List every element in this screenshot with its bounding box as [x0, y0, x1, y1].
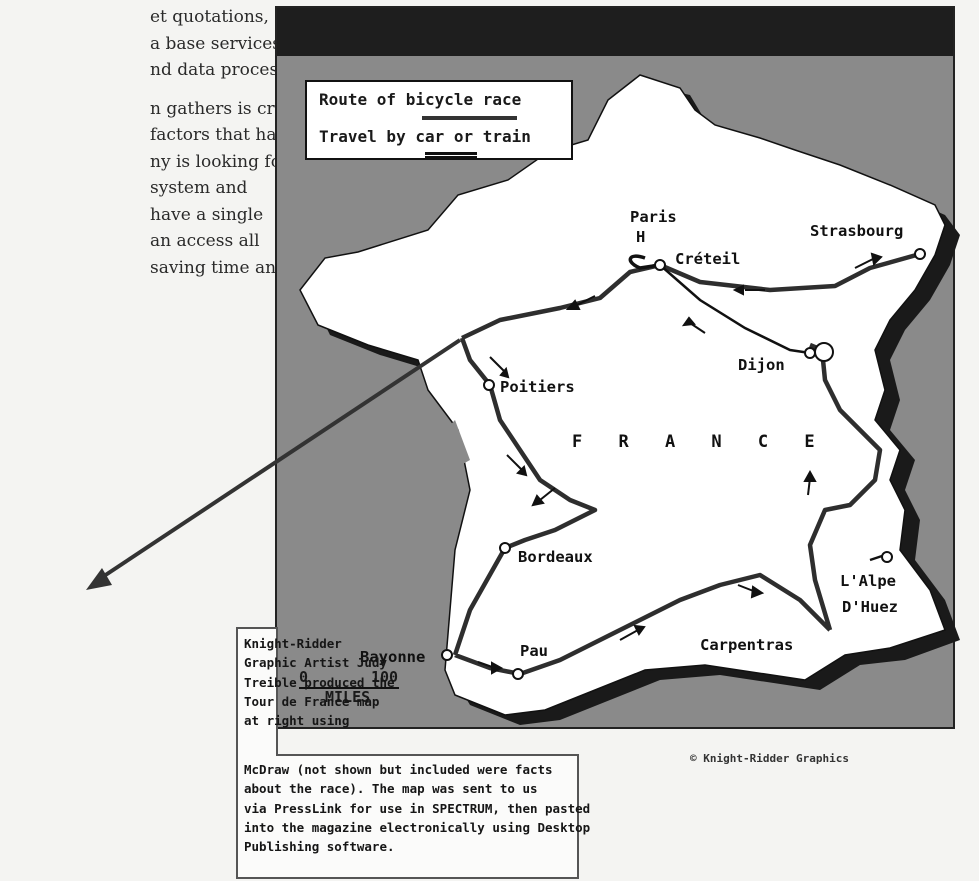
article-line: factors that have [150, 125, 297, 145]
caption-text-narrow: Knight-Ridder Graphic Artist Judy Treibl… [244, 634, 395, 730]
caption-line: Tour de France map [244, 693, 380, 709]
caption-line: Knight-Ridder [244, 636, 342, 651]
travel-line [659, 264, 811, 355]
caption-line: via PressLink for use in SPECTRUM, then … [244, 800, 591, 816]
city-label-creteil: Créteil [675, 250, 741, 268]
city-label-pau: Pau [520, 642, 548, 660]
caption-line: at right using [244, 713, 350, 729]
article-line: system and [150, 178, 248, 198]
coast-detail [438, 420, 470, 470]
caption-box-outline [236, 627, 579, 879]
article-line: have a single [150, 204, 264, 225]
city-label-poitiers: Poitiers [500, 378, 575, 396]
legend-travel-swatch [425, 156, 477, 159]
article-line: nd data processing [150, 60, 315, 80]
scale-rule [299, 687, 399, 689]
city-label-paris-marker: H [636, 228, 646, 246]
caption-text-wide: McDraw (not shown but included were fact… [244, 760, 590, 856]
city-markers [441, 248, 926, 680]
city-label-bayonne: Bayonne [360, 648, 426, 666]
city-label-carpentras: Carpentras [700, 636, 794, 654]
city-label-huez: D'Huez [842, 598, 898, 616]
article-line: et quotations, [150, 7, 269, 27]
article-line: ny is looking for [150, 151, 290, 172]
country-label: F R A N C E [572, 432, 828, 452]
caption-pointer-arrow [86, 338, 462, 590]
map-scale: 0 100 MILES [299, 668, 407, 708]
article-line: an access all [150, 231, 260, 251]
route-arrows [477, 252, 883, 675]
france-landmass [299, 74, 946, 716]
article-text: et quotations, a base services, nd data … [150, 4, 317, 281]
map-header-band [277, 8, 953, 56]
caption-line: Treible produced the [244, 674, 395, 690]
caption-line: McDraw (not shown but included were fact… [244, 762, 553, 777]
map-legend: Route of bicycle race Travel by car or t… [305, 80, 573, 160]
article-line: saving time and [150, 257, 287, 278]
city-label-bordeaux: Bordeaux [518, 548, 593, 566]
scale-hundred: 100 [371, 668, 399, 686]
caption-line: Graphic Artist Judy [244, 655, 387, 671]
article-line: a base services, [150, 33, 287, 54]
legend-route-swatch [422, 116, 517, 120]
legend-travel-swatch [425, 152, 477, 155]
scale-zero: 0 [299, 668, 309, 686]
city-label-alpe: L'Alpe [840, 572, 896, 590]
city-label-strasbourg: Strasbourg [810, 222, 904, 240]
paris-loop [628, 254, 661, 270]
legend-route-label: Route of bicycle race [319, 90, 522, 109]
legend-travel-label: Travel by car or train [319, 127, 531, 146]
map-credit: © Knight-Ridder Graphics [690, 752, 849, 765]
caption-line: Publishing software. [244, 839, 395, 855]
caption-line: into the magazine electronically using D… [244, 819, 591, 835]
caption-line: about the race). The map was sent to us [244, 781, 538, 797]
scale-unit: MILES [325, 688, 371, 706]
city-label-dijon: Dijon [738, 356, 785, 374]
city-label-paris: Paris [630, 208, 677, 226]
